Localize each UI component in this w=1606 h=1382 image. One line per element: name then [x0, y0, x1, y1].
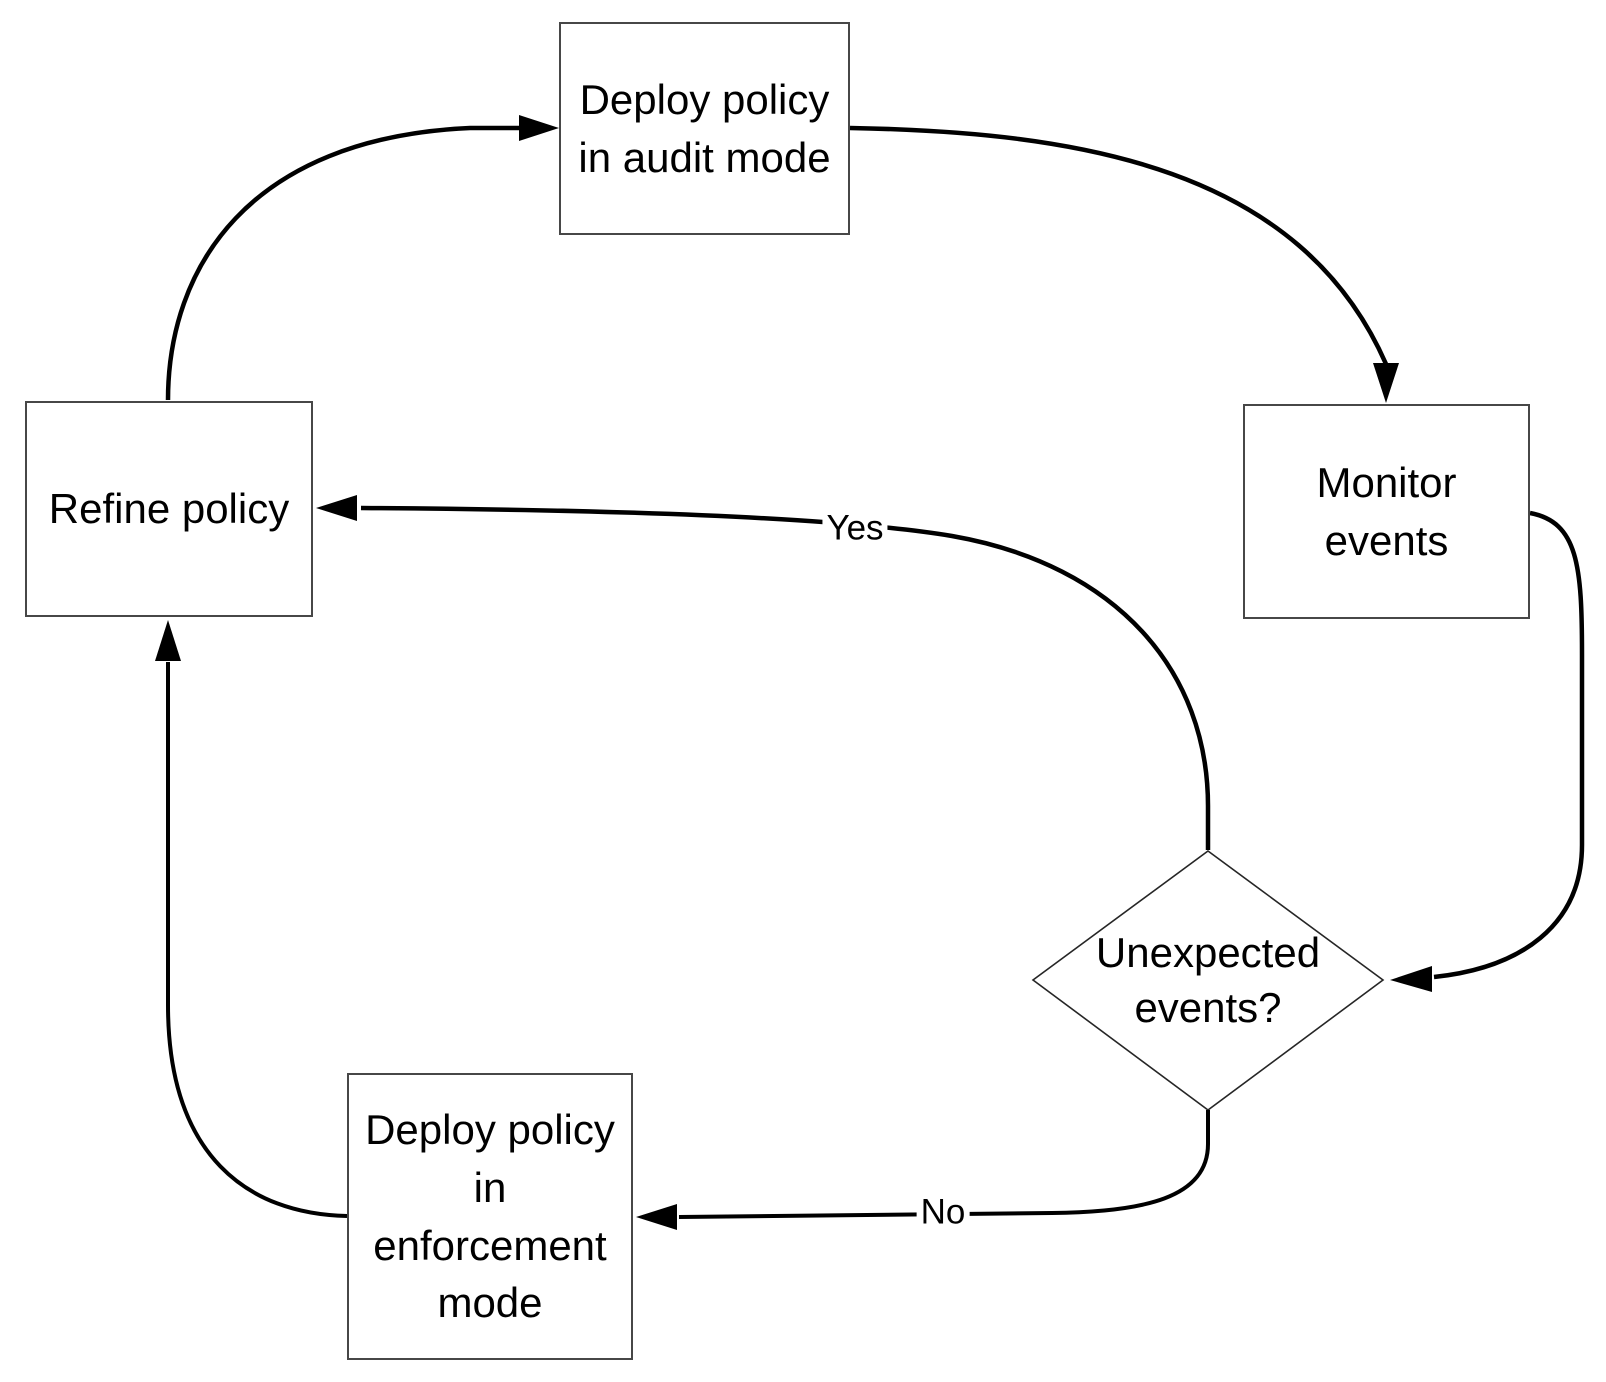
arrowhead-enforcement-to-refine [155, 620, 181, 661]
edge-enforcement-to-refine [166, 662, 348, 1218]
node-refine-policy: Refine policy [25, 401, 313, 617]
node-deploy-audit-mode: Deploy policy in audit mode [559, 22, 850, 235]
node-deploy-audit-mode-label: Deploy policy in audit mode [578, 75, 831, 181]
arrowhead-monitor-to-decision [1390, 966, 1432, 992]
arrowhead-audit-to-monitor [1373, 363, 1399, 403]
decision-diamond-shape [1031, 850, 1385, 1111]
node-monitor-events: Monitor events [1243, 404, 1530, 619]
arrowhead-decision-yes-to-refine [316, 495, 357, 521]
arrowhead-refine-to-audit [519, 115, 559, 141]
edge-label-no: No [916, 1192, 970, 1232]
node-deploy-enforcement-mode-label: Deploy policy in enforcement mode [365, 1105, 615, 1327]
edge-decision-yes-to-refine [360, 505, 1211, 850]
arrowhead-decision-no-to-enforcement [636, 1204, 677, 1230]
node-refine-policy-label: Refine policy [48, 485, 290, 533]
node-deploy-enforcement-mode: Deploy policy in enforcement mode [347, 1073, 633, 1360]
edge-label-yes: Yes [822, 508, 888, 548]
edge-monitor-to-decision [1433, 510, 1585, 980]
edge-refine-to-audit [165, 125, 521, 401]
node-monitor-events-label: Monitor events [1316, 458, 1457, 564]
edge-decision-no-to-enforcement [678, 1110, 1210, 1219]
edge-audit-to-monitor [849, 125, 1389, 365]
